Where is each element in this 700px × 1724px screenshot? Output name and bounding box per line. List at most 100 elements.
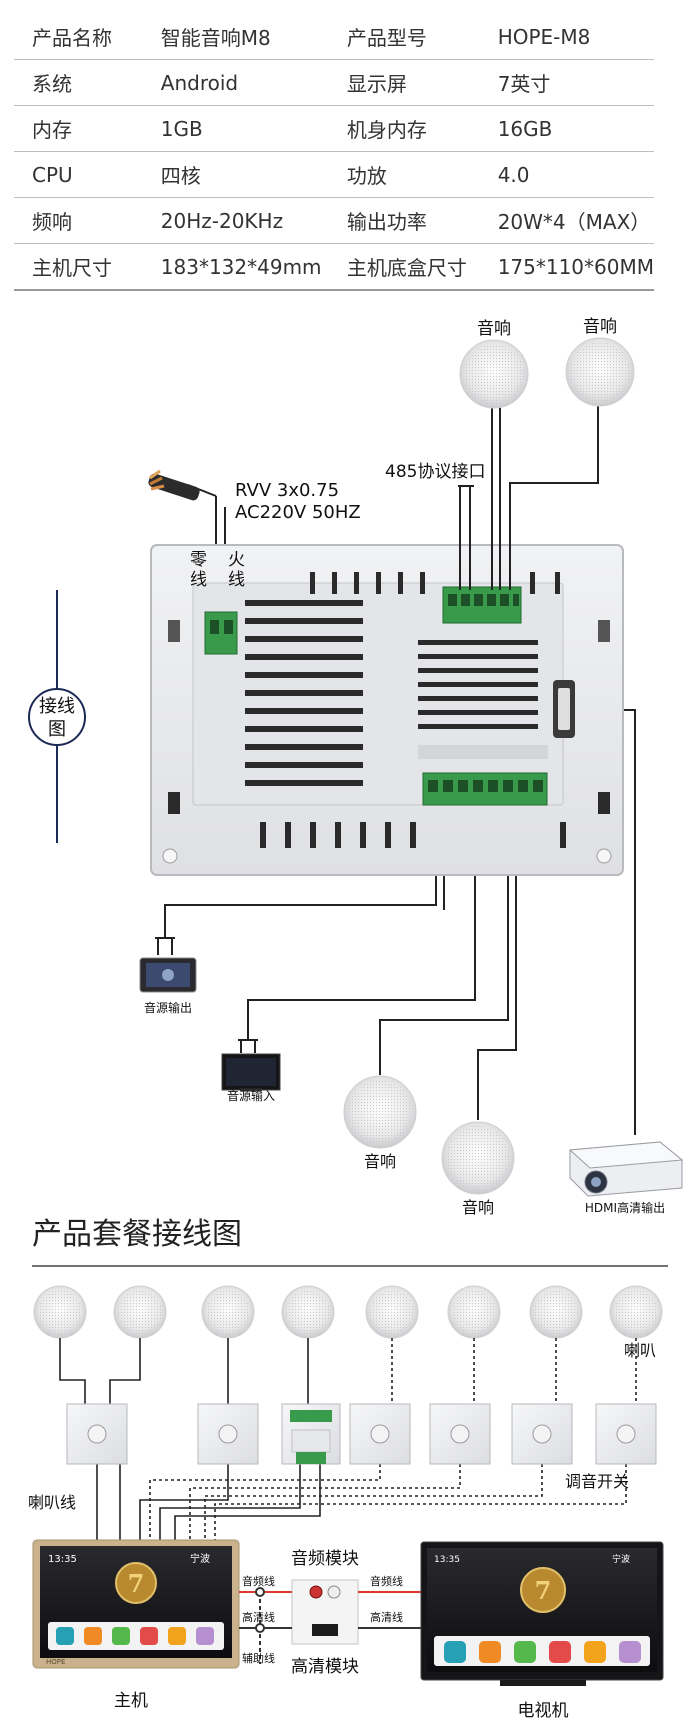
- volume-switch: [429, 1403, 491, 1465]
- app-icon: [84, 1627, 102, 1645]
- vent-slot: [245, 636, 363, 642]
- volume-switch: [66, 1403, 128, 1465]
- host-time: 13:35: [48, 1554, 77, 1565]
- audio-module: [291, 1579, 359, 1645]
- neutral-label-1: 零: [190, 550, 207, 570]
- spec-label: 功放: [328, 151, 480, 198]
- speaker-icon: [565, 337, 635, 407]
- speaker-icon: [343, 1075, 417, 1149]
- spec-value: 175*110*60MM: [479, 243, 654, 291]
- top-terminal: [442, 586, 522, 624]
- speaker-icon: [441, 1121, 515, 1195]
- vent-slot: [418, 724, 538, 729]
- vent-slot: [245, 600, 363, 606]
- spec-label: 主机底盒尺寸: [328, 243, 480, 291]
- speaker-icon: [33, 1285, 87, 1339]
- volume-switch: [595, 1403, 657, 1465]
- speaker-icon: [113, 1285, 167, 1339]
- vent-slot: [418, 640, 538, 645]
- vent-slot: [245, 744, 363, 750]
- tv-city: 宁波: [612, 1553, 630, 1565]
- app-icon: [619, 1641, 641, 1663]
- audio-module-label: 音频模块: [291, 1549, 359, 1569]
- speaker-icon: [365, 1285, 419, 1339]
- spec-value: 7英寸: [479, 59, 654, 106]
- app-icon: [584, 1641, 606, 1663]
- spec-label: 频响: [14, 197, 143, 244]
- vent-slot: [418, 668, 538, 673]
- vent-slot: [418, 710, 538, 715]
- bottom-terminal: [422, 772, 548, 806]
- spec-label: 显示屏: [328, 59, 480, 106]
- bottom-vents: [260, 822, 566, 848]
- speaker-icon: [281, 1285, 335, 1339]
- volume-switch: [511, 1403, 573, 1465]
- spec-label: 输出功率: [328, 197, 480, 244]
- amplifier-module: [281, 1403, 341, 1465]
- wire: [109, 1338, 141, 1404]
- protocol-label: 485协议接口: [385, 462, 485, 482]
- top-terminal-leads: [459, 500, 511, 590]
- app-icon: [549, 1641, 571, 1663]
- hd-line-label-right: 高清线: [370, 1610, 403, 1624]
- svg-text:7: 7: [535, 1576, 552, 1605]
- tv-label: 电视机: [518, 1701, 569, 1721]
- wire: [189, 1464, 461, 1540]
- wiring-wires: [164, 404, 636, 1135]
- app-icon: [112, 1627, 130, 1645]
- host-panel: 7 13:35 宁波 HOPE: [32, 1539, 240, 1669]
- hd-module-label: 高清模块: [291, 1657, 359, 1677]
- power-spec: AC220V 50HZ: [235, 502, 361, 523]
- svg-text:7: 7: [128, 1569, 145, 1598]
- speaker-icon: [529, 1285, 583, 1339]
- speaker-label: 音响: [583, 317, 617, 337]
- spec-value: HOPE-M8: [479, 14, 654, 60]
- terminal-slot: [518, 780, 528, 792]
- back-panel: [150, 544, 624, 876]
- vent-slot: [245, 618, 363, 624]
- volume-switch: [349, 1403, 411, 1465]
- vent-slot: [245, 780, 363, 786]
- vent-slot: [418, 654, 538, 659]
- vent-slot: [418, 696, 538, 701]
- spec-label: 机身内存: [328, 105, 480, 152]
- spec-value: 20W*4（MAX）: [479, 197, 654, 244]
- app-icon: [444, 1641, 466, 1663]
- audio-input-device: [221, 1053, 281, 1092]
- plug-tails: [155, 937, 258, 1053]
- app-icon: [168, 1627, 186, 1645]
- wire: [214, 1464, 627, 1540]
- spec-label: 主机尺寸: [14, 243, 143, 291]
- vent-slot: [245, 690, 363, 696]
- side-circle: [28, 688, 86, 746]
- right-vent-block: [418, 640, 538, 729]
- spec-value: 智能音响M8: [142, 14, 329, 60]
- spec-value: 4.0: [479, 151, 654, 198]
- spec-label: CPU: [14, 151, 143, 198]
- package-speakers: [33, 1285, 663, 1339]
- projector-icon: [568, 1141, 684, 1197]
- spec-value: 20Hz-20KHz: [142, 197, 329, 244]
- spec-label: 产品型号: [328, 14, 480, 60]
- brand-label: HOPE: [46, 1658, 65, 1666]
- top-vents: [310, 572, 560, 594]
- live-label-1: 火: [228, 550, 245, 570]
- package-title: 产品套餐接线图: [32, 1217, 242, 1252]
- hd-line-label: 高清线: [242, 1610, 275, 1624]
- module-lines: [239, 1587, 421, 1664]
- speaker-icon: [201, 1285, 255, 1339]
- tv: 7 13:35 宁波: [420, 1541, 664, 1686]
- package-wires: [59, 1338, 637, 1540]
- wire: [204, 1464, 543, 1540]
- wire: [139, 1464, 229, 1540]
- app-icon: [196, 1627, 214, 1645]
- speaker-icon: [609, 1285, 663, 1339]
- volume-switch-label: 调音开关: [565, 1472, 629, 1491]
- host-label: 主机: [114, 1691, 148, 1711]
- speaker-wire-label: 喇叭线: [28, 1493, 76, 1512]
- power-terminal: [204, 611, 238, 655]
- terminal-slot: [443, 780, 453, 792]
